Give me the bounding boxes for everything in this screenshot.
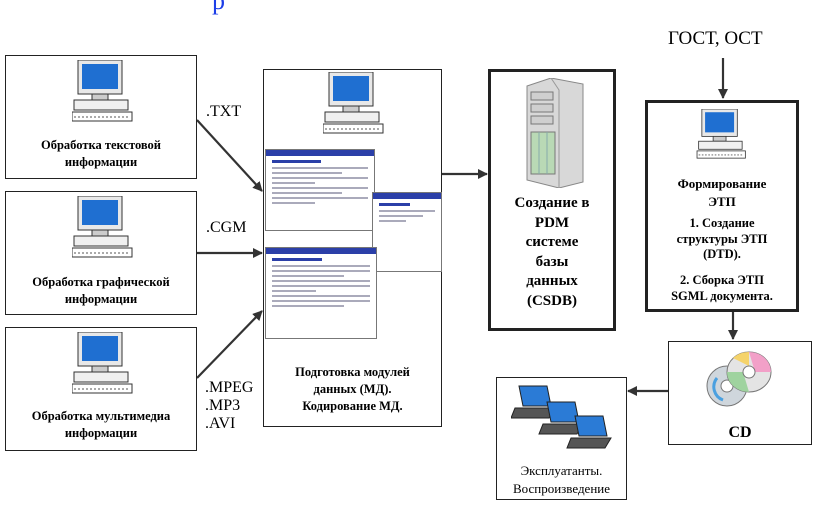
users-box: Эксплуатанты.Воспроизведение [496, 377, 627, 500]
cd-box: CD [668, 341, 812, 445]
etp-step-1: 1. Создание структуры ЭТП (DTD). [676, 216, 768, 262]
format-graphic: .CGM [206, 219, 247, 236]
computer-icon [71, 59, 134, 137]
header-fragment: р [212, 0, 225, 15]
server-icon [521, 77, 587, 193]
document-thumbnail [265, 149, 375, 231]
cd-icon [703, 350, 775, 415]
arrow-text-to-modules [196, 119, 263, 192]
document-thumbnail [372, 192, 442, 272]
modules-label: Подготовка модулей данных (МД). Кодирова… [295, 365, 410, 413]
etp-step-2: 2. Сборка ЭТП SGML документа. [671, 273, 773, 303]
format-multimedia: .MPEG .MP3 .AVI [205, 379, 254, 432]
computer-icon [696, 108, 748, 172]
laptops-icon [510, 384, 621, 461]
standards-label: ГОСТ, ОСТ [668, 28, 763, 49]
computer-icon [322, 71, 385, 149]
cd-label: CD [728, 424, 752, 441]
computer-icon [71, 331, 134, 409]
users-label: Эксплуатанты.Воспроизведение [512, 463, 611, 496]
computer-icon [71, 195, 134, 273]
format-text: .TXT [206, 103, 242, 120]
pdm-label: Создание в PDM системе базы данных (CSDB… [514, 195, 590, 309]
document-thumbnail [265, 247, 377, 339]
pdm-box: Создание в PDM системе базы данных (CSDB… [488, 69, 616, 331]
arrow-multimedia-to-modules [196, 310, 263, 379]
